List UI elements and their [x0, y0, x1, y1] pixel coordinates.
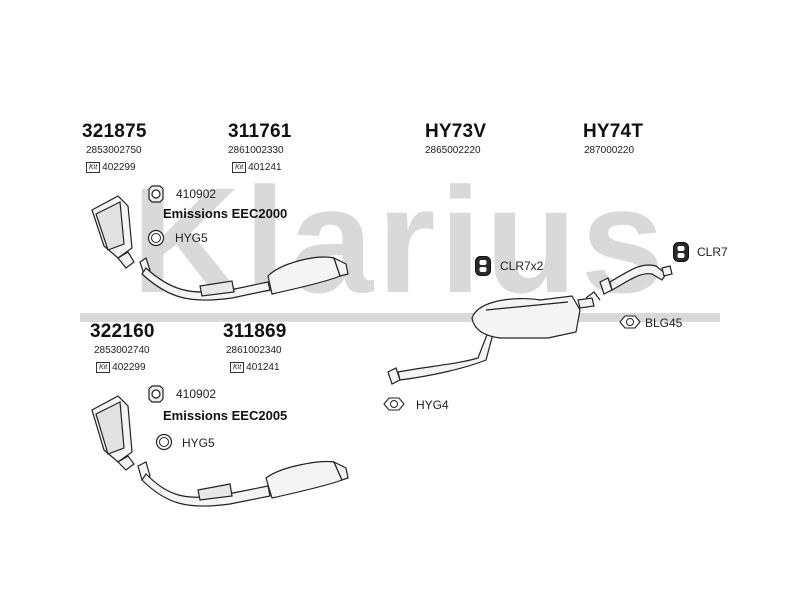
part-number-hy73v: HY73V — [425, 121, 487, 142]
mount-clr7-label: CLR7 — [697, 245, 728, 259]
kit-number: 401241 — [248, 162, 282, 173]
kit-number: 401241 — [246, 362, 280, 373]
gasket-ring-icon — [155, 433, 173, 451]
mount-clr7x2-label: CLR7x2 — [500, 259, 544, 273]
gasket-number: HYG5 — [182, 436, 215, 450]
watermark-underline — [80, 313, 720, 322]
rubber-mount-icon — [673, 242, 689, 262]
kit-icon: Kit — [232, 162, 247, 173]
part-number-hy74t: HY74T — [583, 121, 644, 142]
kit-reference: Kit 402299 — [96, 362, 146, 373]
emissions-label: Emissions EEC2000 — [163, 206, 288, 221]
part-number-311761: 311761 — [228, 121, 292, 142]
part-number-322160: 322160 — [90, 321, 155, 342]
rear-pipe-drawing — [599, 264, 673, 295]
oe-number-2865002220: 2865002220 — [425, 145, 481, 156]
gasket-blg45-label: BLG45 — [645, 316, 683, 330]
flange-gasket-icon — [383, 397, 405, 411]
oe-number-2853002750: 2853002750 — [86, 145, 142, 156]
bracket-number: 410902 — [176, 387, 217, 401]
front-pipe-drawing-lower — [91, 395, 349, 507]
mounting-bracket-icon — [148, 185, 164, 203]
gasket-ring-icon — [147, 229, 165, 247]
bracket-number: 410902 — [176, 187, 217, 201]
kit-number: 402299 — [102, 162, 136, 173]
flange-gasket-icon — [619, 315, 641, 329]
oe-number-2861002330: 2861002330 — [228, 145, 284, 156]
gasket-hyg4-label: HYG4 — [416, 398, 449, 412]
kit-reference: Kit 401241 — [232, 162, 282, 173]
rubber-mount-icon — [475, 256, 491, 276]
mounting-bracket-icon — [148, 385, 164, 403]
part-number-321875: 321875 — [82, 121, 147, 142]
kit-reference: Kit 402299 — [86, 162, 136, 173]
kit-icon: Kit — [86, 162, 101, 173]
kit-reference: Kit 401241 — [230, 362, 280, 373]
kit-icon: Kit — [96, 362, 111, 373]
kit-number: 402299 — [112, 362, 146, 373]
emissions-label: Emissions EEC2005 — [163, 408, 288, 423]
oe-number-287000220: 287000220 — [584, 145, 635, 156]
part-number-311869: 311869 — [223, 321, 287, 342]
centre-silencer-drawing — [387, 291, 601, 385]
oe-number-2853002740: 2853002740 — [94, 345, 150, 356]
oe-number-2861002340: 2861002340 — [226, 345, 282, 356]
gasket-number: HYG5 — [175, 231, 208, 245]
kit-icon: Kit — [230, 362, 245, 373]
front-pipe-drawing-upper — [91, 195, 349, 301]
